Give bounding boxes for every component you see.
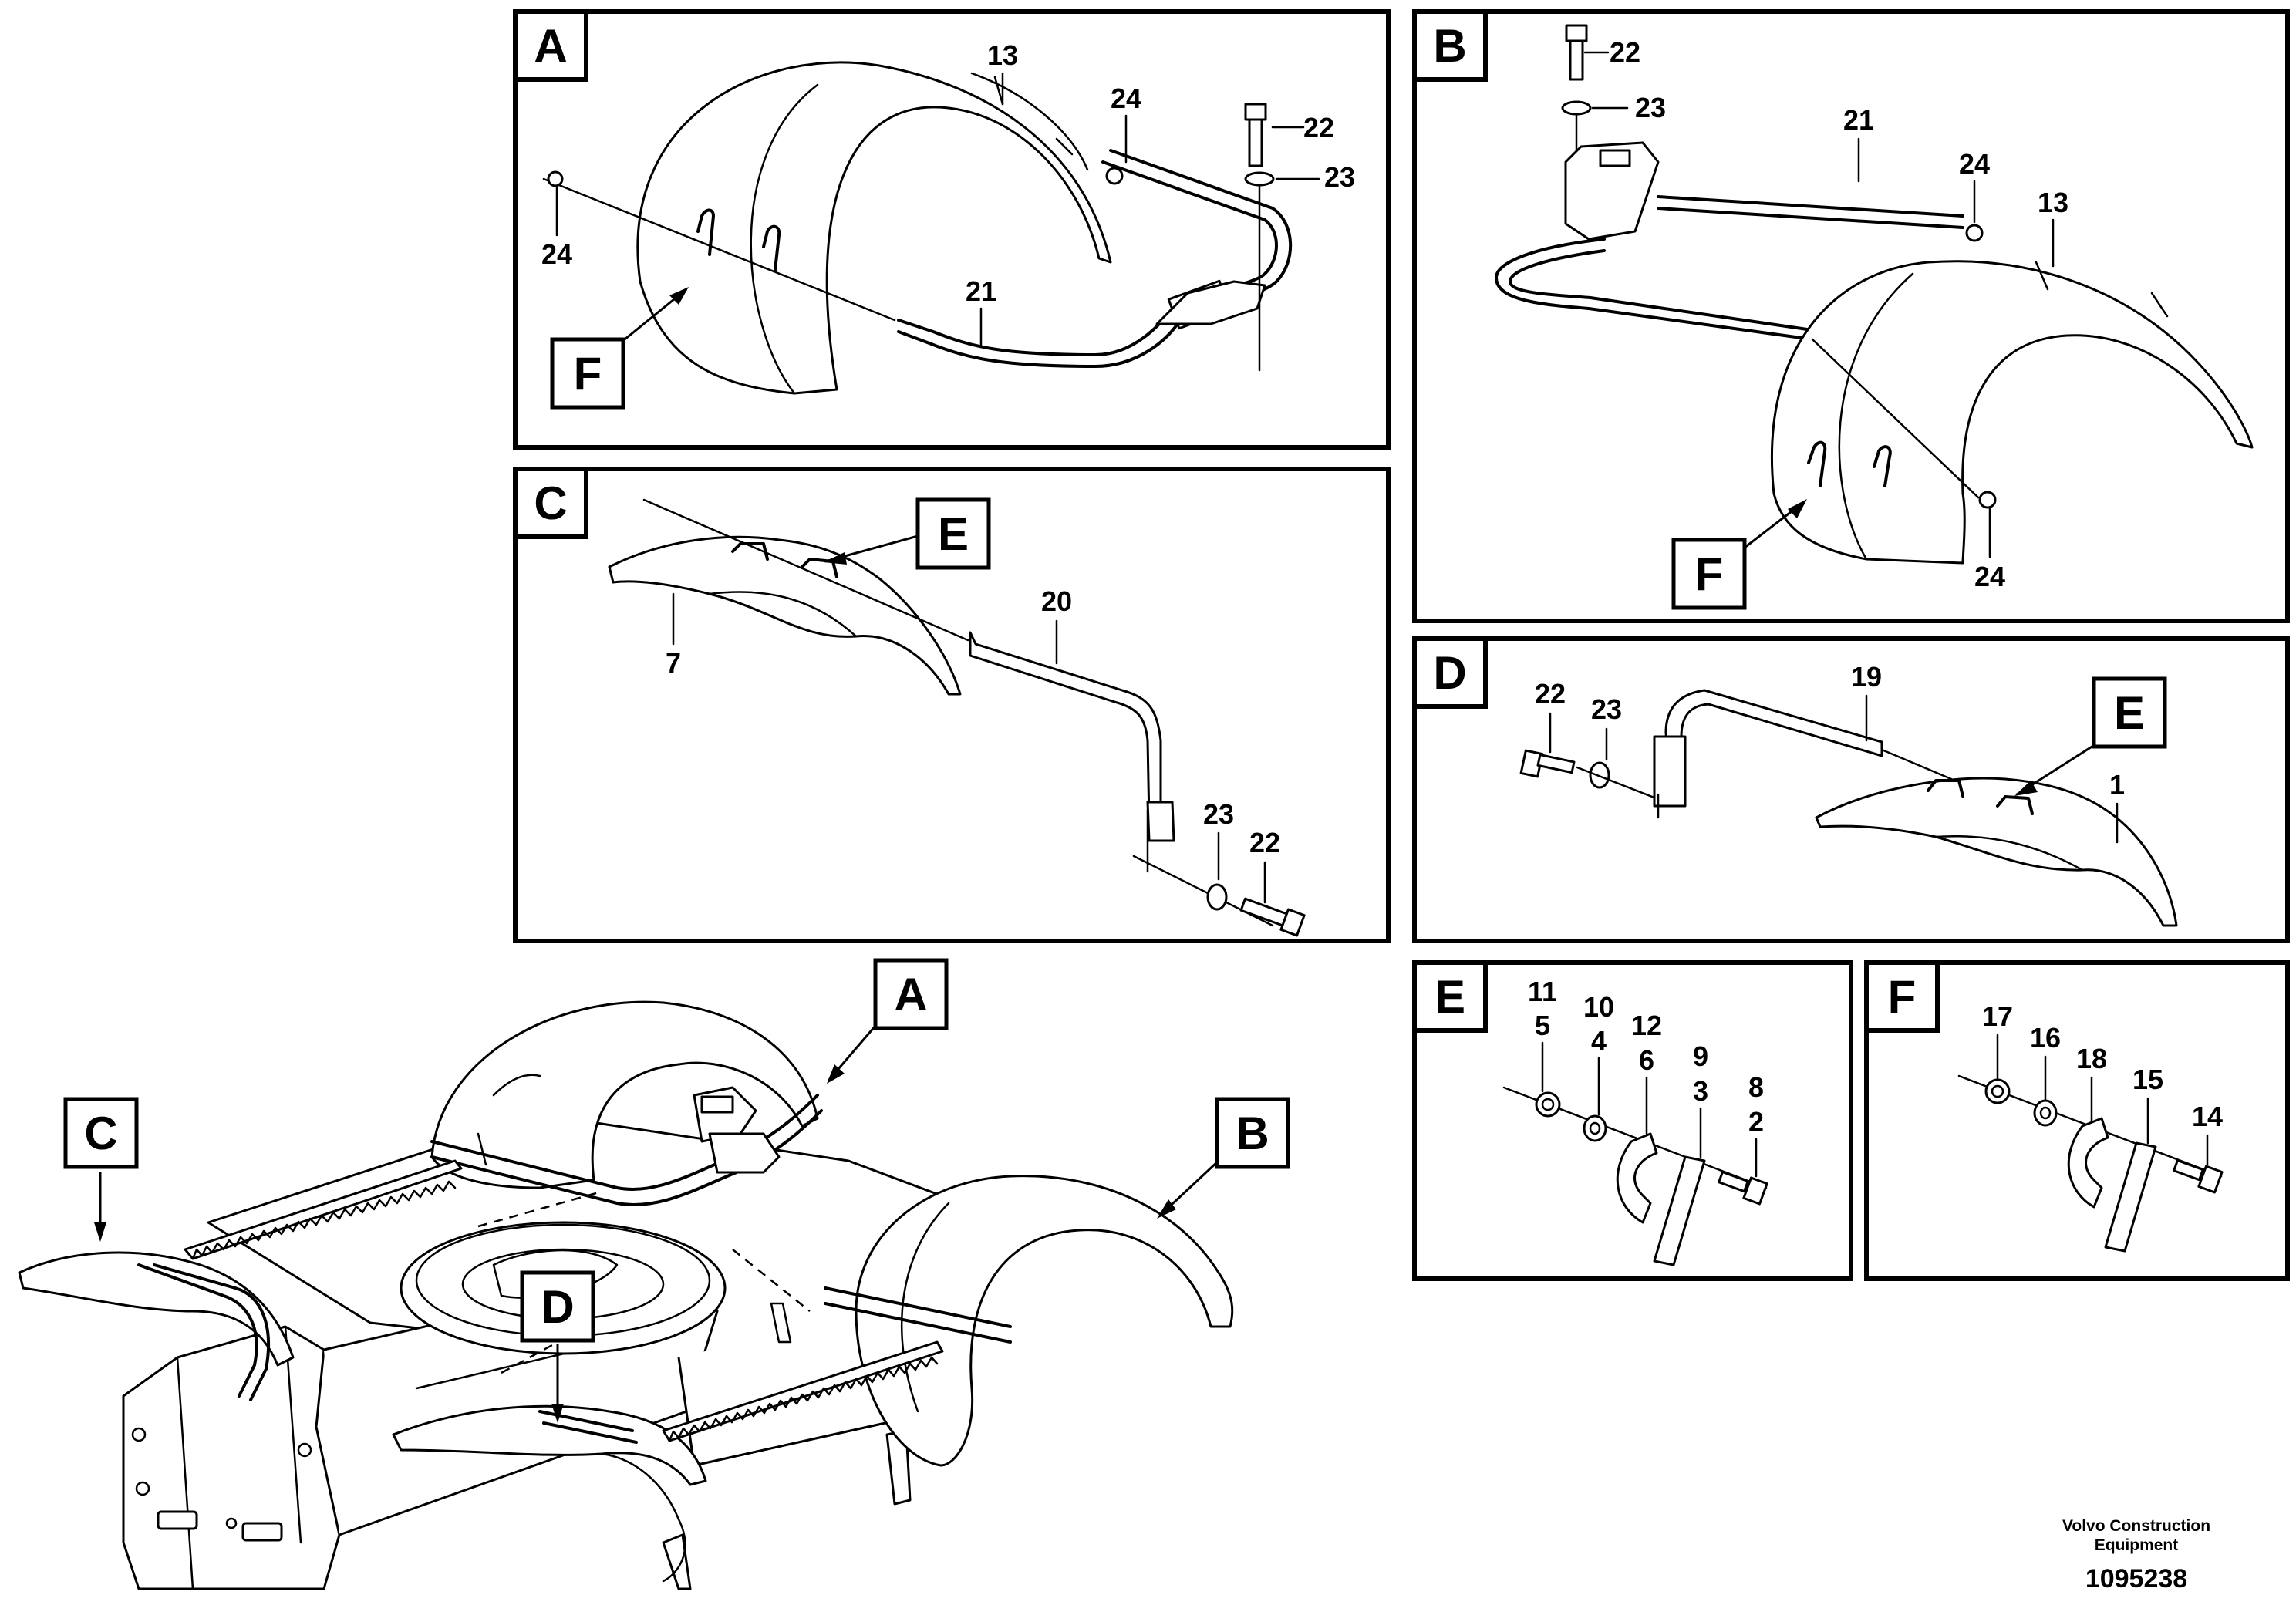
footer-brand-line2: Equipment — [2095, 1536, 2179, 1554]
panel-b-part-24-top: 24 — [1959, 148, 1990, 180]
panel-a-part-22: 22 — [1303, 112, 1334, 143]
panel-c-part-20: 20 — [1041, 585, 1072, 617]
panel-f-part-16: 16 — [2030, 1022, 2061, 1054]
strap-3 — [1653, 1155, 1706, 1266]
panel-d-label: D — [1433, 647, 1466, 699]
drawing-number: 1095238 — [2085, 1564, 2187, 1593]
panel-c-part-7: 7 — [666, 647, 681, 679]
panel-d-part-23: 23 — [1591, 693, 1622, 725]
bolt-22-d — [1519, 749, 1576, 778]
panel-f-label: F — [1888, 971, 1917, 1023]
panel-e-part-3: 3 — [1693, 1075, 1708, 1107]
panel-f-part-18: 18 — [2076, 1043, 2107, 1074]
fender-13 — [636, 61, 1112, 395]
overview-fender-b — [824, 1175, 1234, 1467]
panel-a-label: A — [534, 20, 567, 72]
panel-b-part-13: 13 — [2038, 187, 2068, 218]
strap-15 — [2104, 1141, 2157, 1253]
panel-b-label: B — [1433, 20, 1466, 72]
panel-a: A 13 24 22 — [513, 9, 1391, 450]
panel-e-part-5: 5 — [1535, 1010, 1550, 1041]
panel-c-part-23: 23 — [1203, 798, 1234, 830]
panel-c: C 7 20 23 22 E — [513, 467, 1391, 943]
fender-1 — [1815, 777, 2178, 927]
overview-fender-a — [430, 1000, 823, 1206]
panel-b-part-24-bottom: 24 — [1974, 561, 2005, 592]
rod-21 — [897, 149, 1293, 368]
panel-e-part-9: 9 — [1693, 1040, 1708, 1072]
panel-b: B 22 23 21 24 13 — [1412, 9, 2290, 623]
bolt-2 — [1718, 1171, 1768, 1206]
bolt-22-b — [1565, 24, 1588, 81]
panel-d-part-22: 22 — [1535, 678, 1566, 710]
rod-21-b — [1495, 195, 1964, 341]
panel-e-part-2: 2 — [1748, 1106, 1764, 1138]
footer-brand-line1: Volvo Construction — [2062, 1517, 2210, 1535]
panel-c-callout-e: E — [938, 508, 969, 560]
panel-e-part-8: 8 — [1748, 1071, 1764, 1103]
panel-e-part-4: 4 — [1591, 1025, 1607, 1057]
overview-assembly: A B C D — [18, 958, 1290, 1590]
panel-d: D 22 23 19 1 E — [1412, 636, 2290, 943]
overview-callout-a: A — [894, 969, 927, 1020]
overview-fender-c — [18, 1251, 295, 1401]
panel-f-part-17: 17 — [1982, 1000, 2013, 1032]
overview-callout-d: D — [541, 1281, 574, 1333]
panel-f: F 17 16 18 15 14 — [1864, 960, 2290, 1281]
clamp-6 — [1616, 1132, 1658, 1224]
panel-a-part-23: 23 — [1324, 161, 1355, 193]
panel-d-part-1: 1 — [2109, 769, 2125, 801]
overview-callout-c: C — [84, 1108, 117, 1159]
footer: Volvo Construction Equipment 1095238 — [2062, 1517, 2210, 1593]
panel-a-part-24-left: 24 — [541, 238, 572, 270]
panel-e-part-11: 11 — [1528, 976, 1557, 1007]
fender-13-b — [1770, 260, 2254, 565]
overview-callout-b: B — [1236, 1108, 1269, 1159]
panel-a-part-13: 13 — [987, 39, 1018, 71]
panel-b-part-23: 23 — [1635, 92, 1666, 123]
fender-7 — [608, 535, 962, 696]
panel-e: E 11 5 10 4 12 6 9 3 8 2 — [1412, 960, 1853, 1281]
panel-b-callout-f: F — [1695, 548, 1724, 600]
panel-e-label: E — [1435, 971, 1465, 1023]
panel-f-part-14: 14 — [2192, 1101, 2223, 1132]
panel-a-part-21: 21 — [966, 275, 996, 307]
bolt-22-c — [1239, 897, 1306, 937]
clamp-18 — [2067, 1117, 2109, 1209]
panel-d-callout-e: E — [2114, 687, 2145, 739]
panel-a-part-24-right: 24 — [1111, 83, 1141, 114]
panel-b-part-21: 21 — [1843, 104, 1874, 136]
panel-f-part-15: 15 — [2132, 1064, 2163, 1095]
bracket-20 — [969, 631, 1175, 873]
panel-c-label: C — [534, 477, 567, 529]
panel-e-part-12: 12 — [1631, 1010, 1662, 1041]
panel-d-part-19: 19 — [1851, 661, 1882, 693]
panel-e-part-6: 6 — [1639, 1044, 1654, 1076]
panel-e-part-10: 10 — [1583, 991, 1614, 1023]
bolt-22 — [1244, 103, 1267, 167]
panel-b-part-22: 22 — [1610, 36, 1640, 68]
panel-c-part-22: 22 — [1249, 827, 1280, 858]
bolt-14 — [2173, 1159, 2224, 1194]
panel-a-callout-f: F — [574, 348, 602, 400]
